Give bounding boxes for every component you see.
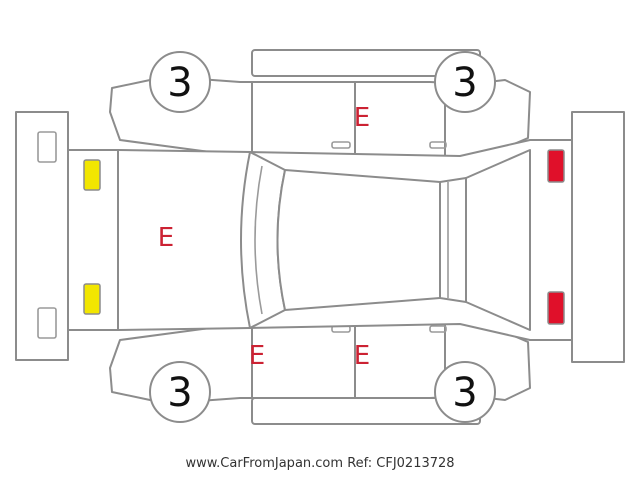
rear-bumper — [571, 111, 625, 363]
wheel-front-right: 3 — [149, 51, 211, 113]
wheel-grade-rear-left: 3 — [452, 370, 477, 416]
rear-lamp-upper — [547, 149, 565, 183]
car-top-body — [67, 139, 573, 341]
damage-mark-roof-right: E — [354, 103, 370, 133]
front-lamp-lower — [83, 283, 101, 315]
wheel-front-left: 3 — [149, 361, 211, 423]
trunk-panel — [465, 149, 531, 331]
footer-ref: Ref: CFJ0213728 — [347, 456, 455, 471]
front-bumper — [15, 111, 69, 361]
footer-site: www.CarFromJapan.com — [185, 456, 344, 471]
rear-lamp-lower — [547, 291, 565, 325]
left-body-side — [109, 319, 531, 403]
wheel-grade-front-left: 3 — [167, 370, 192, 416]
rear-glass — [439, 177, 467, 303]
wheel-rear-right: 3 — [434, 51, 496, 113]
wheel-grade-front-right: 3 — [167, 60, 192, 106]
damage-mark-hood: E — [158, 223, 174, 253]
damage-mark-left-rear-door: E — [354, 341, 370, 371]
roof-panel — [276, 169, 441, 311]
damage-mark-left-front-door: E — [249, 341, 265, 371]
footer-caption: www.CarFromJapan.com Ref: CFJ0213728 — [0, 456, 640, 471]
wheel-grade-rear-right: 3 — [452, 60, 477, 106]
front-lamp-upper — [83, 159, 101, 191]
wheel-rear-left: 3 — [434, 361, 496, 423]
